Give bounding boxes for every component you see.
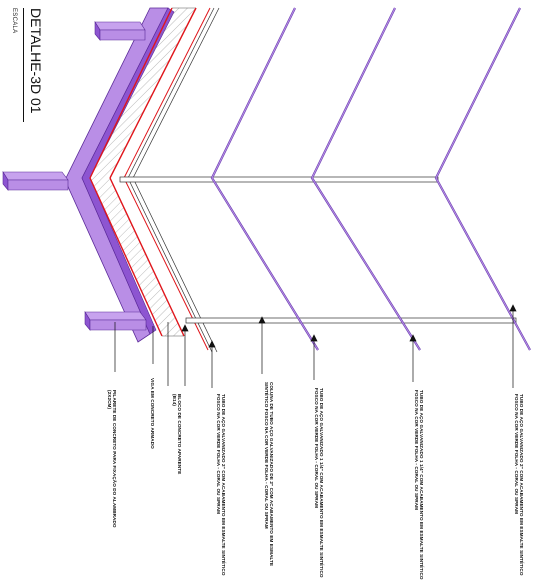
- label-line: TUBO DE AÇO GALVANIZADO 2" COM ACABAMENT…: [221, 394, 226, 576]
- detail-title: DETALHE-3D 01: [28, 8, 44, 114]
- label-line: VIGA EM CONCRETO ARMADO: [150, 378, 155, 449]
- label-tubo-base: TUBO DE AÇO GALVANIZADO 2" COM ACABAMENT…: [216, 394, 226, 576]
- label-line: TUBO DE AÇO GALVANIZADO 1 1/4" COM ACABA…: [419, 390, 424, 580]
- title-block: DETALHE-3D 01 ESCALA: [0, 0, 44, 130]
- leader-lines: [114, 304, 517, 388]
- label-tubo-2: TUBO DE AÇO GALVANIZADO 1 1/4" COM ACABA…: [414, 390, 424, 580]
- title-underline: [23, 8, 24, 122]
- top-tube: [434, 7, 531, 351]
- scale-label: ESCALA: [11, 8, 17, 34]
- label-line: TUBO DE AÇO GALVANIZADO 1 1/4" COM ACABA…: [319, 388, 324, 578]
- label-line: COLUNA DE TUBO AÇO GALVANIZADO DE 2" COM…: [269, 382, 274, 567]
- column-pipes: [119, 176, 517, 324]
- label-coluna: COLUNA DE TUBO AÇO GALVANIZADO DE 2" COM…: [264, 382, 274, 566]
- pilarete-top: [94, 20, 146, 41]
- label-tubo-1: TUBO DE AÇO GALVANIZADO 1 1/4" COM ACABA…: [314, 388, 324, 578]
- label-line: PILARETE DE CONCRETO PARA FIXAÇÃO DO ALA…: [112, 390, 117, 528]
- label-line: TUBO DE AÇO GALVANIZADO 2" COM ACABAMENT…: [519, 394, 524, 576]
- label-viga: VIGA EM CONCRETO ARMADO: [150, 378, 155, 449]
- tubes-1-1-4: [210, 7, 421, 351]
- pilarete-bottom: [84, 310, 147, 331]
- label-line: BLOCO DE CONCRETO APARENTE: [177, 394, 182, 475]
- pilarete-middle: [2, 170, 69, 191]
- label-tubo-top: TUBO DE AÇO GALVANIZADO 2" COM ACABAMENT…: [514, 394, 524, 576]
- label-pilarete: PILARETE DE CONCRETO PARA FIXAÇÃO DO ALA…: [107, 390, 117, 528]
- label-bloco: BLOCO DE CONCRETO APARENTE (B14): [172, 394, 182, 474]
